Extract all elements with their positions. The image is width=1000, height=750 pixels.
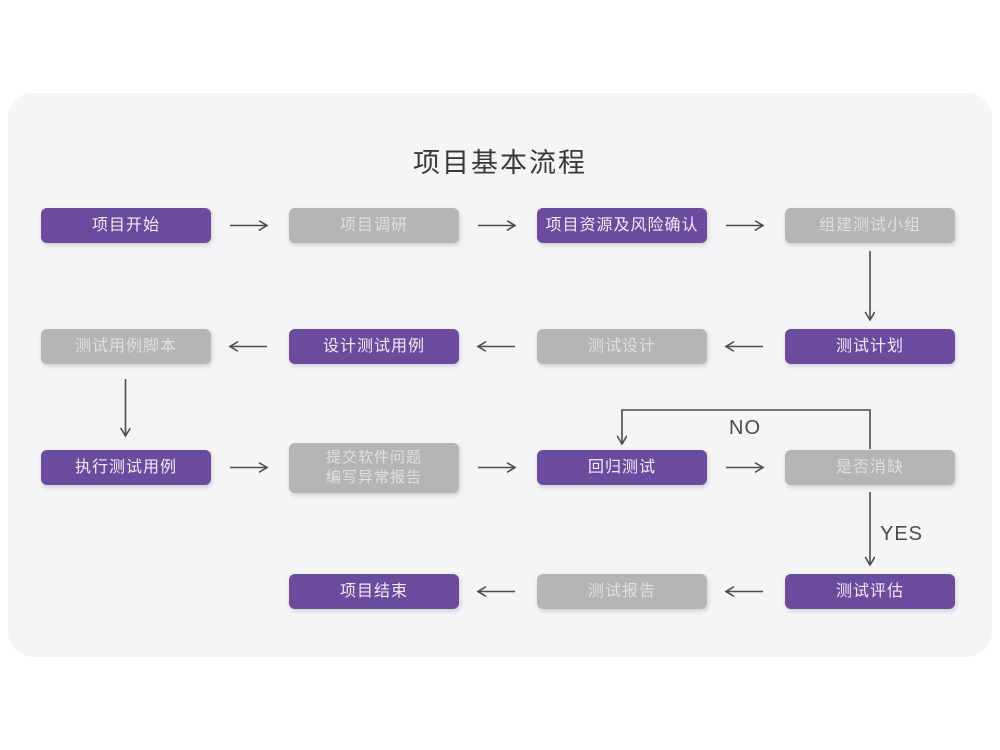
node-build-test-team: 组建测试小组 [785,208,955,243]
node-test-plan: 测试计划 [785,329,955,364]
page-title: 项目基本流程 [413,148,587,178]
node-submit-issue-report: 提交软件问题 编写异常报告 [289,443,459,493]
flowchart-card [8,93,992,657]
node-label: 组建测试小组 [818,216,921,234]
node-label: 测试评估 [835,582,904,600]
node-project-start: 项目开始 [41,208,211,243]
node-label: 测试设计 [587,337,656,355]
node-test-case-script: 测试用例脚本 [41,329,211,364]
node-label: 设计测试用例 [322,337,425,355]
node-label: 测试用例脚本 [74,337,177,355]
node-label-line1: 提交软件问题 [325,449,422,466]
node-test-design: 测试设计 [537,329,707,364]
node-test-report: 测试报告 [537,574,707,609]
node-label: 是否消缺 [835,458,904,476]
node-label: 项目结束 [339,582,408,600]
node-execute-test-case: 执行测试用例 [41,450,211,485]
node-test-evaluation: 测试评估 [785,574,955,609]
node-label: 项目调研 [339,216,408,234]
node-label: 项目资源及风险确认 [545,216,699,234]
node-resources-risk-confirm: 项目资源及风险确认 [537,208,707,243]
node-project-research: 项目调研 [289,208,459,243]
node-project-end: 项目结束 [289,574,459,609]
node-label: 测试计划 [835,337,904,355]
node-label: 项目开始 [91,216,160,234]
node-label-line2: 编写异常报告 [325,469,422,486]
node-design-test-case: 设计测试用例 [289,329,459,364]
node-label: 回归测试 [587,458,656,476]
node-label: 执行测试用例 [74,458,177,476]
node-regression-test: 回归测试 [537,450,707,485]
node-defect-resolved: 是否消缺 [785,450,955,485]
node-label: 测试报告 [587,582,656,600]
